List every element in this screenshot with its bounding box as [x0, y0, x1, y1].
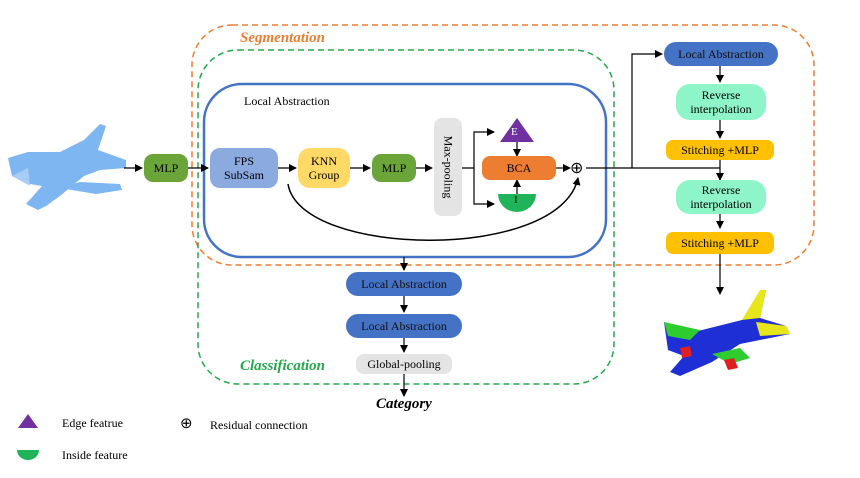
mlp-inner-node: MLP — [372, 154, 416, 182]
seg-reverse-interpolation-2: Reverse interpolation — [676, 180, 766, 214]
residual-curve — [287, 177, 581, 241]
inside-node-label: I — [514, 194, 518, 206]
bca-node: BCA — [482, 156, 556, 180]
legend-edge-feature-label: Edge featrue — [62, 416, 123, 430]
arrow-to-seg-la — [631, 50, 663, 168]
cls-local-abstraction-2: Local Abstraction — [346, 314, 462, 338]
segmentation-border — [191, 24, 815, 266]
legend-residual-symbol: ⊕ — [180, 416, 193, 432]
output-airplane-pointcloud — [664, 290, 790, 376]
seg-stitching-mlp-2: Stitching +MLP — [666, 232, 774, 254]
inside-feature-semicircle — [498, 194, 536, 212]
legend-inside-feature-label: Inside feature — [62, 448, 128, 462]
arrow-maxpool-to-inside — [473, 168, 495, 208]
seg-reverse-interpolation-1: Reverse interpolation — [676, 84, 766, 120]
fps-subsample-node: FPS SubSam — [210, 148, 278, 188]
arrow-maxpool-to-edge — [462, 128, 495, 169]
residual-connection-symbol: ⊕ — [570, 160, 584, 177]
mlp-input-node: MLP — [144, 154, 188, 182]
max-pooling-label: Max-pooling — [441, 135, 456, 199]
input-airplane-pointcloud — [8, 124, 126, 210]
classification-title: Classification — [240, 358, 326, 374]
seg-local-abstraction-node: Local Abstraction — [664, 42, 778, 66]
max-pooling-node: Max-pooling — [434, 118, 462, 216]
legend-edge-triangle-icon — [18, 414, 38, 428]
cls-global-pooling: Global-pooling — [356, 354, 452, 374]
legend-residual-label: Residual connection — [210, 418, 308, 432]
legend-inside-semicircle-icon — [17, 450, 39, 460]
knn-group-node: KNN Group — [298, 148, 350, 188]
edge-feature-triangle — [500, 118, 534, 142]
edge-node-label: E — [511, 126, 518, 138]
category-title: Category — [376, 396, 432, 412]
local-abstraction-label: Local Abstraction — [244, 94, 330, 108]
cls-local-abstraction-1: Local Abstraction — [346, 272, 462, 296]
seg-stitching-mlp-1: Stitching +MLP — [666, 140, 774, 160]
segmentation-title: Segmentation — [240, 30, 326, 46]
classification-border — [197, 49, 615, 385]
